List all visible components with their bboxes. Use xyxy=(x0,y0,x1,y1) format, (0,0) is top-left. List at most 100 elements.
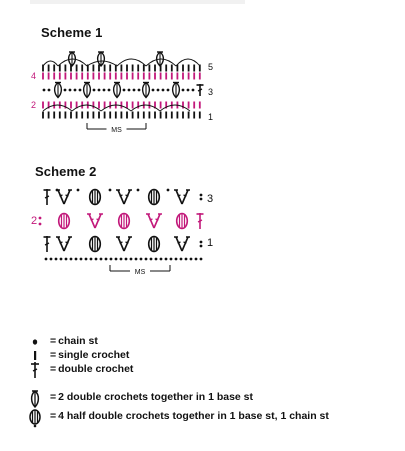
legend-eq: = xyxy=(50,410,57,422)
single-crochet-mark xyxy=(142,111,145,119)
legend-text: 2 double crochets together in 1 base st xyxy=(58,391,254,403)
single-crochet-mark xyxy=(159,64,162,72)
single-crochet-mark xyxy=(103,64,106,72)
single-crochet-mark xyxy=(120,101,123,109)
single-crochet-mark xyxy=(165,101,168,109)
chain-mark xyxy=(38,222,42,226)
hdc4tog-mark xyxy=(88,188,102,206)
chain-mark xyxy=(191,88,195,92)
single-crochet-mark xyxy=(114,72,117,80)
single-crochet-mark xyxy=(187,72,190,80)
chain-mark xyxy=(199,257,203,261)
hdc4tog-mark xyxy=(57,212,71,230)
single-crochet-mark xyxy=(120,111,123,119)
single-crochet-mark xyxy=(182,101,184,109)
arch-line xyxy=(57,58,88,67)
v-stitch-mark xyxy=(63,236,71,252)
single-crochet-mark xyxy=(193,111,196,119)
single-crochet-mark xyxy=(42,101,44,109)
v-stitch-mark xyxy=(183,194,187,197)
legend-eq: = xyxy=(50,391,57,403)
single-crochet-mark xyxy=(81,72,84,80)
single-crochet-mark xyxy=(75,101,78,109)
chain-mark xyxy=(119,257,123,261)
single-crochet-mark xyxy=(176,64,179,72)
single-crochet-mark xyxy=(47,64,50,72)
chain-mark xyxy=(161,88,165,92)
single-crochet-mark xyxy=(98,64,100,72)
chain-mark xyxy=(68,88,72,92)
v-stitch-mark xyxy=(57,236,65,252)
single-crochet-mark xyxy=(120,72,123,80)
single-crochet-mark xyxy=(42,64,44,72)
legend-eq: = xyxy=(50,349,57,361)
chain-mark xyxy=(89,257,93,261)
single-crochet-mark xyxy=(159,111,162,119)
chain-mark xyxy=(127,88,131,92)
row-label-right: 3 xyxy=(208,87,213,97)
chain-mark xyxy=(184,257,188,261)
single-crochet-mark xyxy=(47,111,50,119)
chain-mark xyxy=(64,257,68,261)
arch-line xyxy=(116,58,147,67)
single-crochet-mark xyxy=(70,101,72,109)
chain-mark xyxy=(108,188,112,192)
chain-mark xyxy=(189,257,193,261)
hdc4tog-mark xyxy=(117,212,131,230)
single-crochet-mark xyxy=(103,72,106,80)
single-crochet-mark xyxy=(182,64,184,72)
v-stitch-mark xyxy=(63,189,71,205)
legend-eq: = xyxy=(50,335,57,347)
chain-mark xyxy=(54,257,58,261)
legend-text: double crochet xyxy=(58,363,134,375)
chain-mark xyxy=(44,257,48,261)
chain-mark xyxy=(124,257,128,261)
v-stitch-mark xyxy=(125,194,129,197)
dc2tog-icon xyxy=(28,389,42,409)
single-crochet-mark xyxy=(70,72,72,80)
chain-mark xyxy=(63,88,67,92)
single-crochet-mark xyxy=(131,101,134,109)
chain-mark xyxy=(199,193,203,197)
single-crochet-mark xyxy=(120,64,123,72)
v-stitch-mark xyxy=(123,189,131,205)
legend-item-hdc4tog: = 4 half double crochets together in 1 b… xyxy=(28,409,329,428)
chain-mark xyxy=(122,88,126,92)
single-crochet-mark xyxy=(86,72,89,80)
v-stitch-mark xyxy=(88,213,96,229)
v-stitch-mark xyxy=(119,241,123,244)
chain-mark xyxy=(164,257,168,261)
single-crochet-mark xyxy=(75,111,78,119)
single-crochet-mark xyxy=(64,111,67,119)
single-crochet-mark xyxy=(126,101,128,109)
single-crochet-mark xyxy=(70,111,72,119)
single-crochet-mark xyxy=(75,72,78,80)
double-crochet-mark xyxy=(44,242,50,246)
chain-mark xyxy=(47,88,51,92)
legend-text: single crochet xyxy=(58,349,130,361)
single-crochet-mark xyxy=(176,72,179,80)
single-crochet-mark xyxy=(58,64,61,72)
chain-mark xyxy=(181,88,185,92)
single-crochet-mark xyxy=(103,111,106,119)
chain-mark xyxy=(194,257,198,261)
v-stitch-mark xyxy=(181,236,189,252)
single-crochet-mark xyxy=(154,101,156,109)
scheme1-title: Scheme 1 xyxy=(41,25,103,40)
single-crochet-mark xyxy=(154,72,156,80)
hdc4tog-mark xyxy=(88,235,102,253)
v-stitch-mark xyxy=(147,213,155,229)
chain-mark xyxy=(69,257,73,261)
legend-item-chain: = chain st xyxy=(28,334,98,348)
chain-mark xyxy=(166,188,170,192)
arch-line xyxy=(175,58,201,67)
double-crochet-icon xyxy=(28,361,42,378)
v-stitch-mark xyxy=(175,189,183,205)
single-crochet-mark xyxy=(92,64,95,72)
single-crochet-mark xyxy=(148,111,151,119)
single-crochet-mark xyxy=(126,111,128,119)
v-stitch-mark xyxy=(123,236,131,252)
v-stitch-mark xyxy=(149,218,153,221)
single-crochet-mark xyxy=(142,64,145,72)
